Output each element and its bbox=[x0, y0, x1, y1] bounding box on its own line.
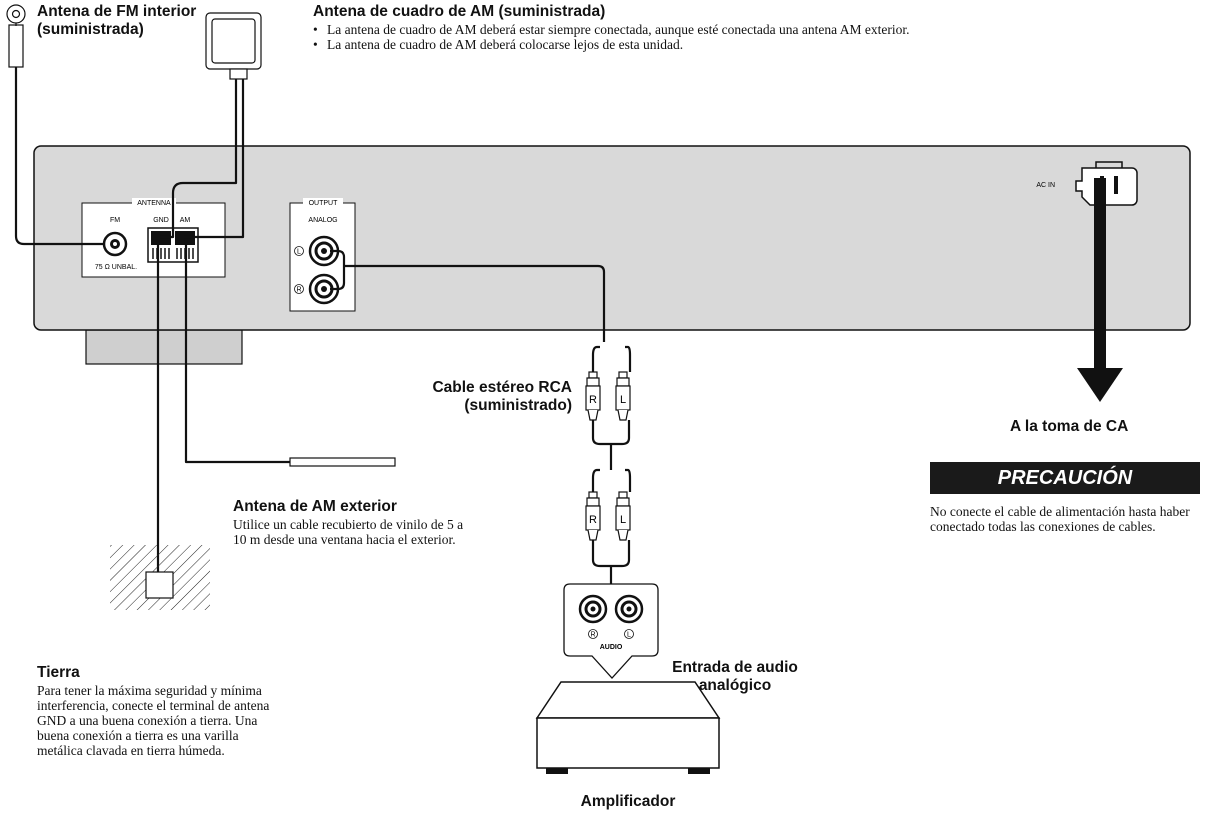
amp-jack-r-icon bbox=[578, 594, 608, 624]
ac-outlet-label: A la toma de CA bbox=[1010, 418, 1129, 435]
output-section: OUTPUT ANALOG L R bbox=[289, 198, 356, 312]
panel-r-mark: R bbox=[296, 287, 301, 294]
plug-bottom-r-label: R bbox=[589, 514, 597, 526]
amp-r-mark: R bbox=[590, 632, 595, 639]
caution-text: No conecte el cable de alimentación hast… bbox=[930, 504, 1190, 534]
rca-plug-pair-top: R L bbox=[585, 371, 631, 421]
panel-unbal-label: 75 Ω UNBAL. bbox=[95, 264, 137, 271]
amp-jack-l-icon bbox=[614, 594, 644, 624]
caution-banner: PRECAUCIÓN bbox=[930, 462, 1200, 494]
amplifier-label: Amplificador bbox=[580, 793, 676, 810]
panel-l-mark: L bbox=[297, 249, 301, 256]
outdoor-am-title: Antena de AM exterior bbox=[233, 498, 397, 515]
am-loop-note: La antena de cuadro de AM deberá colocar… bbox=[313, 37, 1198, 52]
ground-hatch bbox=[110, 545, 210, 610]
amplifier-icon bbox=[535, 681, 721, 774]
ground-title: Tierra bbox=[37, 664, 80, 681]
plug-top-r-label: R bbox=[589, 394, 597, 406]
panel-am-label: AM bbox=[180, 217, 191, 224]
power-cord bbox=[1077, 178, 1123, 402]
amp-l-mark: L bbox=[627, 632, 631, 639]
amp-audio-input-callout: R L AUDIO bbox=[563, 583, 659, 679]
ground-text: Para tener la máxima seguridad y mínima … bbox=[37, 683, 270, 758]
fm-antenna-label: Antena de FM interior (suministrada) bbox=[37, 3, 197, 38]
am-loop-notes: La antena de cuadro de AM deberá estar s… bbox=[313, 22, 1198, 52]
amp-audio-label: AUDIO bbox=[600, 644, 623, 651]
panel-analog-label: ANALOG bbox=[308, 217, 337, 224]
audio-input-label: Entrada de audio analógico bbox=[672, 659, 798, 694]
wiring bbox=[14, 67, 632, 584]
am-loop-title: Antena de cuadro de AM (suministrada) bbox=[313, 3, 606, 20]
am-loop-note: La antena de cuadro de AM deberá estar s… bbox=[313, 22, 1198, 37]
unit-foot bbox=[85, 329, 243, 365]
outdoor-am-wire-end bbox=[289, 457, 396, 467]
panel-ac-in-label: AC IN bbox=[1036, 182, 1055, 189]
rca-plug-pair-bottom: R L bbox=[585, 491, 631, 541]
fm-antenna-icon bbox=[6, 4, 26, 68]
panel-antenna-label: ANTENNA bbox=[137, 200, 171, 207]
outdoor-am-text: Utilice un cable recubierto de vinilo de… bbox=[233, 517, 464, 547]
plug-top-l-label: L bbox=[620, 394, 626, 406]
panel-fm-label: FM bbox=[110, 217, 120, 224]
rca-cable-label: Cable estéreo RCA (suministrado) bbox=[432, 379, 572, 414]
am-loop-antenna-icon bbox=[205, 12, 262, 80]
plug-bottom-l-label: L bbox=[620, 514, 626, 526]
panel-output-label: OUTPUT bbox=[309, 200, 339, 207]
panel-gnd-label: GND bbox=[153, 217, 169, 224]
